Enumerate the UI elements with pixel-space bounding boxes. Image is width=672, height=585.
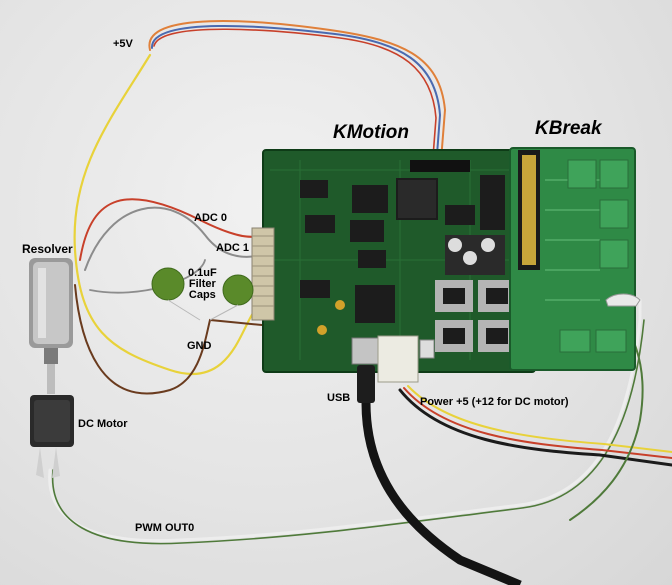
power-wire-black (398, 388, 672, 467)
label-filter-caps: 0.1uF Filter Caps (188, 268, 217, 301)
label-dc-motor: DC Motor (78, 418, 128, 430)
label-power: Power +5 (+12 for DC motor) (420, 396, 569, 408)
top-wire-orange (148, 20, 447, 346)
usb-cable (357, 365, 522, 585)
power-wire-yellow (407, 385, 672, 453)
dc-motor (30, 395, 74, 478)
label-usb: USB (327, 392, 351, 404)
power-wire-red (403, 387, 672, 459)
filter-caps-line-2: Filter (188, 278, 216, 290)
resolver (29, 258, 73, 394)
top-wire-blue (150, 24, 442, 346)
label-resolver: Resolver (22, 242, 73, 256)
gray-wire-1 (84, 206, 263, 271)
label-gnd: GND (187, 340, 212, 352)
brown-wire (74, 284, 263, 395)
kbreak-board (509, 147, 641, 371)
red-wire (79, 198, 263, 261)
filter-caps-line-1: 0.1uF (188, 267, 217, 279)
top-wire-red (153, 28, 437, 346)
pwm-wire-white (48, 298, 642, 543)
filter-capacitors (151, 267, 254, 321)
wires (48, 20, 672, 545)
label-pwm-out: PWM OUT0 (135, 522, 195, 534)
filter-caps-line-3: Caps (188, 289, 216, 301)
kmotion-board (251, 149, 536, 383)
yellow-wire (73, 53, 257, 376)
label-adc1: ADC 1 (216, 242, 250, 254)
label-plus5v: +5V (113, 38, 133, 50)
label-kbreak: KBreak (535, 118, 602, 139)
label-adc0: ADC 0 (194, 212, 228, 224)
label-kmotion: KMotion (333, 122, 409, 143)
